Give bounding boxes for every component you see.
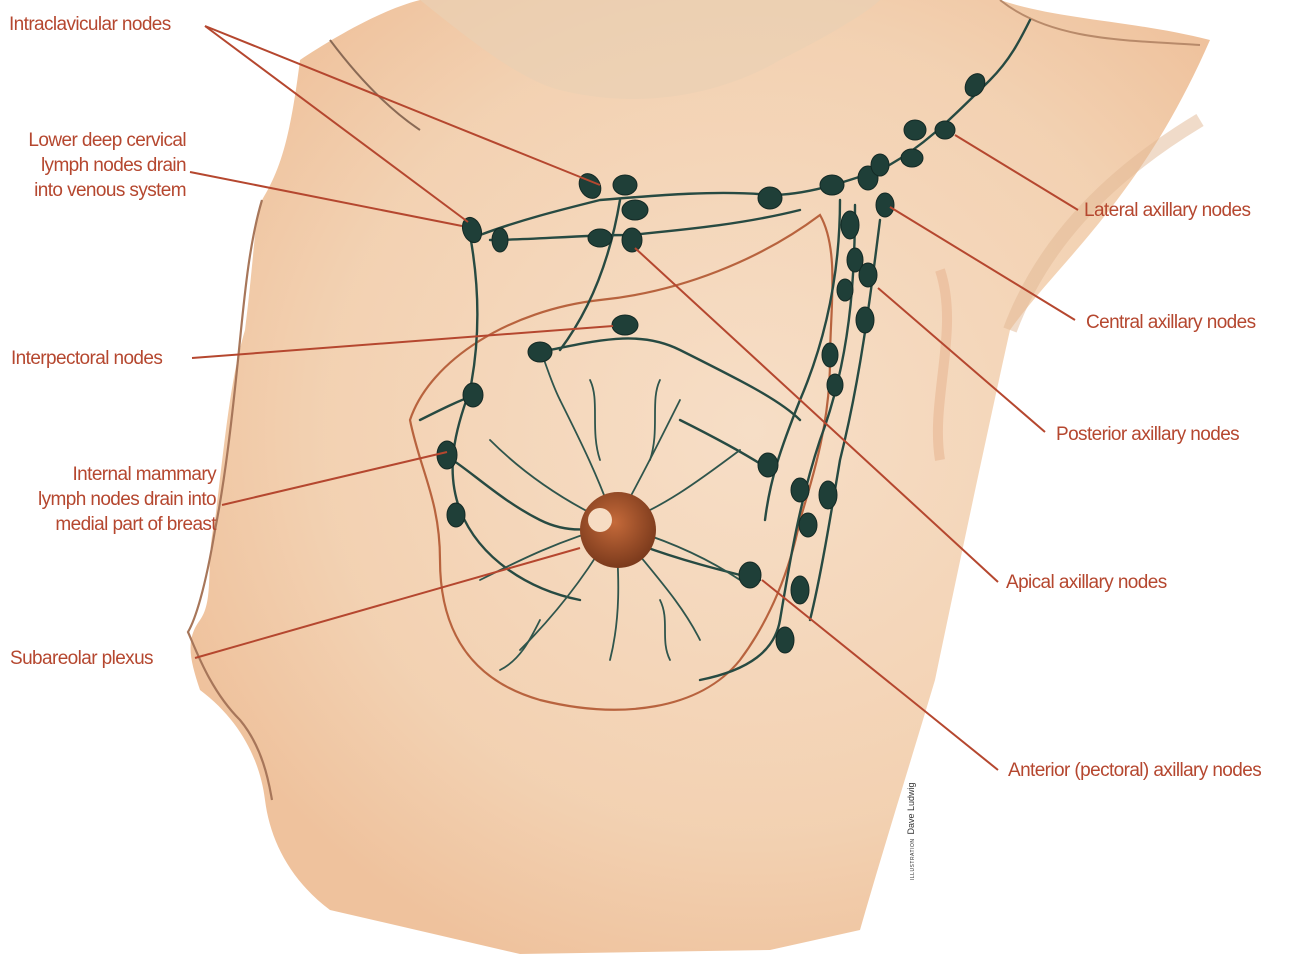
areola <box>580 492 656 568</box>
label-lower-deep-cervical: Lower deep cervical lymph nodes drain in… <box>10 128 186 203</box>
label-lower-deep-cervical-line-2: lymph nodes drain <box>10 153 186 178</box>
illustration-credit: ILLUSTRATION Dave Ludwig <box>901 783 919 881</box>
label-internal-mammary: Internal mammary lymph nodes drain into … <box>8 462 216 537</box>
label-internal-mammary-line-3: medial part of breast <box>8 512 216 537</box>
credit-prefix: ILLUSTRATION <box>910 839 916 880</box>
label-internal-mammary-line-2: lymph nodes drain into <box>8 487 216 512</box>
label-lateral-axillary-nodes: Lateral axillary nodes <box>1084 198 1250 223</box>
label-interpectoral-nodes: Interpectoral nodes <box>11 346 162 371</box>
label-internal-mammary-line-1: Internal mammary <box>8 462 216 487</box>
credit-name: Dave Ludwig <box>906 783 916 835</box>
label-anterior-axillary-nodes: Anterior (pectoral) axillary nodes <box>1008 758 1261 783</box>
label-intraclavicular-nodes: Intraclavicular nodes <box>9 12 171 37</box>
label-lower-deep-cervical-line-3: into venous system <box>10 178 186 203</box>
label-posterior-axillary-nodes: Posterior axillary nodes <box>1056 422 1239 447</box>
label-central-axillary-nodes: Central axillary nodes <box>1086 310 1256 335</box>
label-subareolar-plexus: Subareolar plexus <box>10 646 153 671</box>
label-apical-axillary-nodes: Apical axillary nodes <box>1006 570 1167 595</box>
label-lower-deep-cervical-line-1: Lower deep cervical <box>10 128 186 153</box>
